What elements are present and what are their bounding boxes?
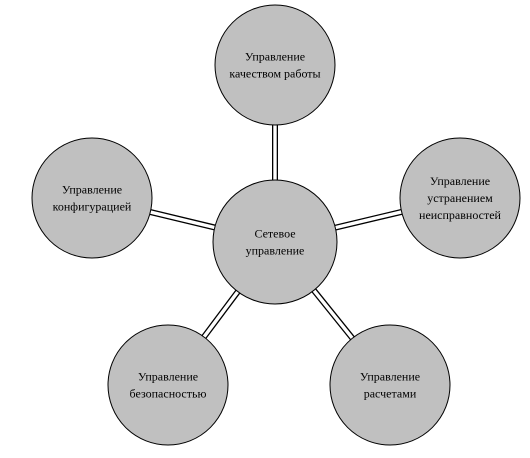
node-label-center: Сетевое: [254, 227, 295, 241]
node-configuration: Управление конфигурацией: [31, 137, 153, 259]
node-label-accounting: Управление: [360, 370, 420, 384]
node-circle-faults: [399, 137, 521, 259]
node-faults: Управление устранением неисправностей: [399, 137, 521, 259]
node-circle-accounting: [329, 324, 451, 446]
node-label-quality: Управление: [245, 50, 305, 64]
node-accounting: Управление расчетами: [329, 324, 451, 446]
connector-accounting: [310, 286, 356, 342]
connector-fill: [201, 289, 241, 340]
node-label-configuration: конфигурацией: [53, 200, 132, 214]
node-label-accounting: расчетами: [364, 387, 417, 401]
node-label-security: безопасностью: [130, 387, 207, 401]
connector-fill: [311, 287, 355, 341]
connectors: [147, 123, 405, 342]
node-security: Управление безопасностью: [107, 324, 229, 446]
connector-faults: [332, 208, 405, 232]
node-circle-quality: [214, 4, 336, 126]
node-circle-security: [107, 324, 229, 446]
node-label-configuration: Управление: [62, 183, 122, 197]
node-label-faults: Управление: [430, 174, 490, 188]
node-label-faults: устранением: [427, 191, 493, 205]
connector-security: [200, 288, 242, 341]
node-center: Сетевое управление: [212, 179, 338, 305]
node-circle-center: [212, 179, 338, 305]
node-quality: Управление качеством работы: [214, 4, 336, 126]
connector-fill: [147, 209, 218, 230]
node-label-faults: неисправностей: [419, 208, 502, 222]
connector-fill: [332, 209, 404, 230]
node-circle-configuration: [31, 137, 153, 259]
node-label-center: управление: [246, 244, 305, 258]
connector-configuration: [147, 208, 218, 231]
node-label-security: Управление: [138, 370, 198, 384]
node-label-quality: качеством работы: [229, 67, 320, 81]
